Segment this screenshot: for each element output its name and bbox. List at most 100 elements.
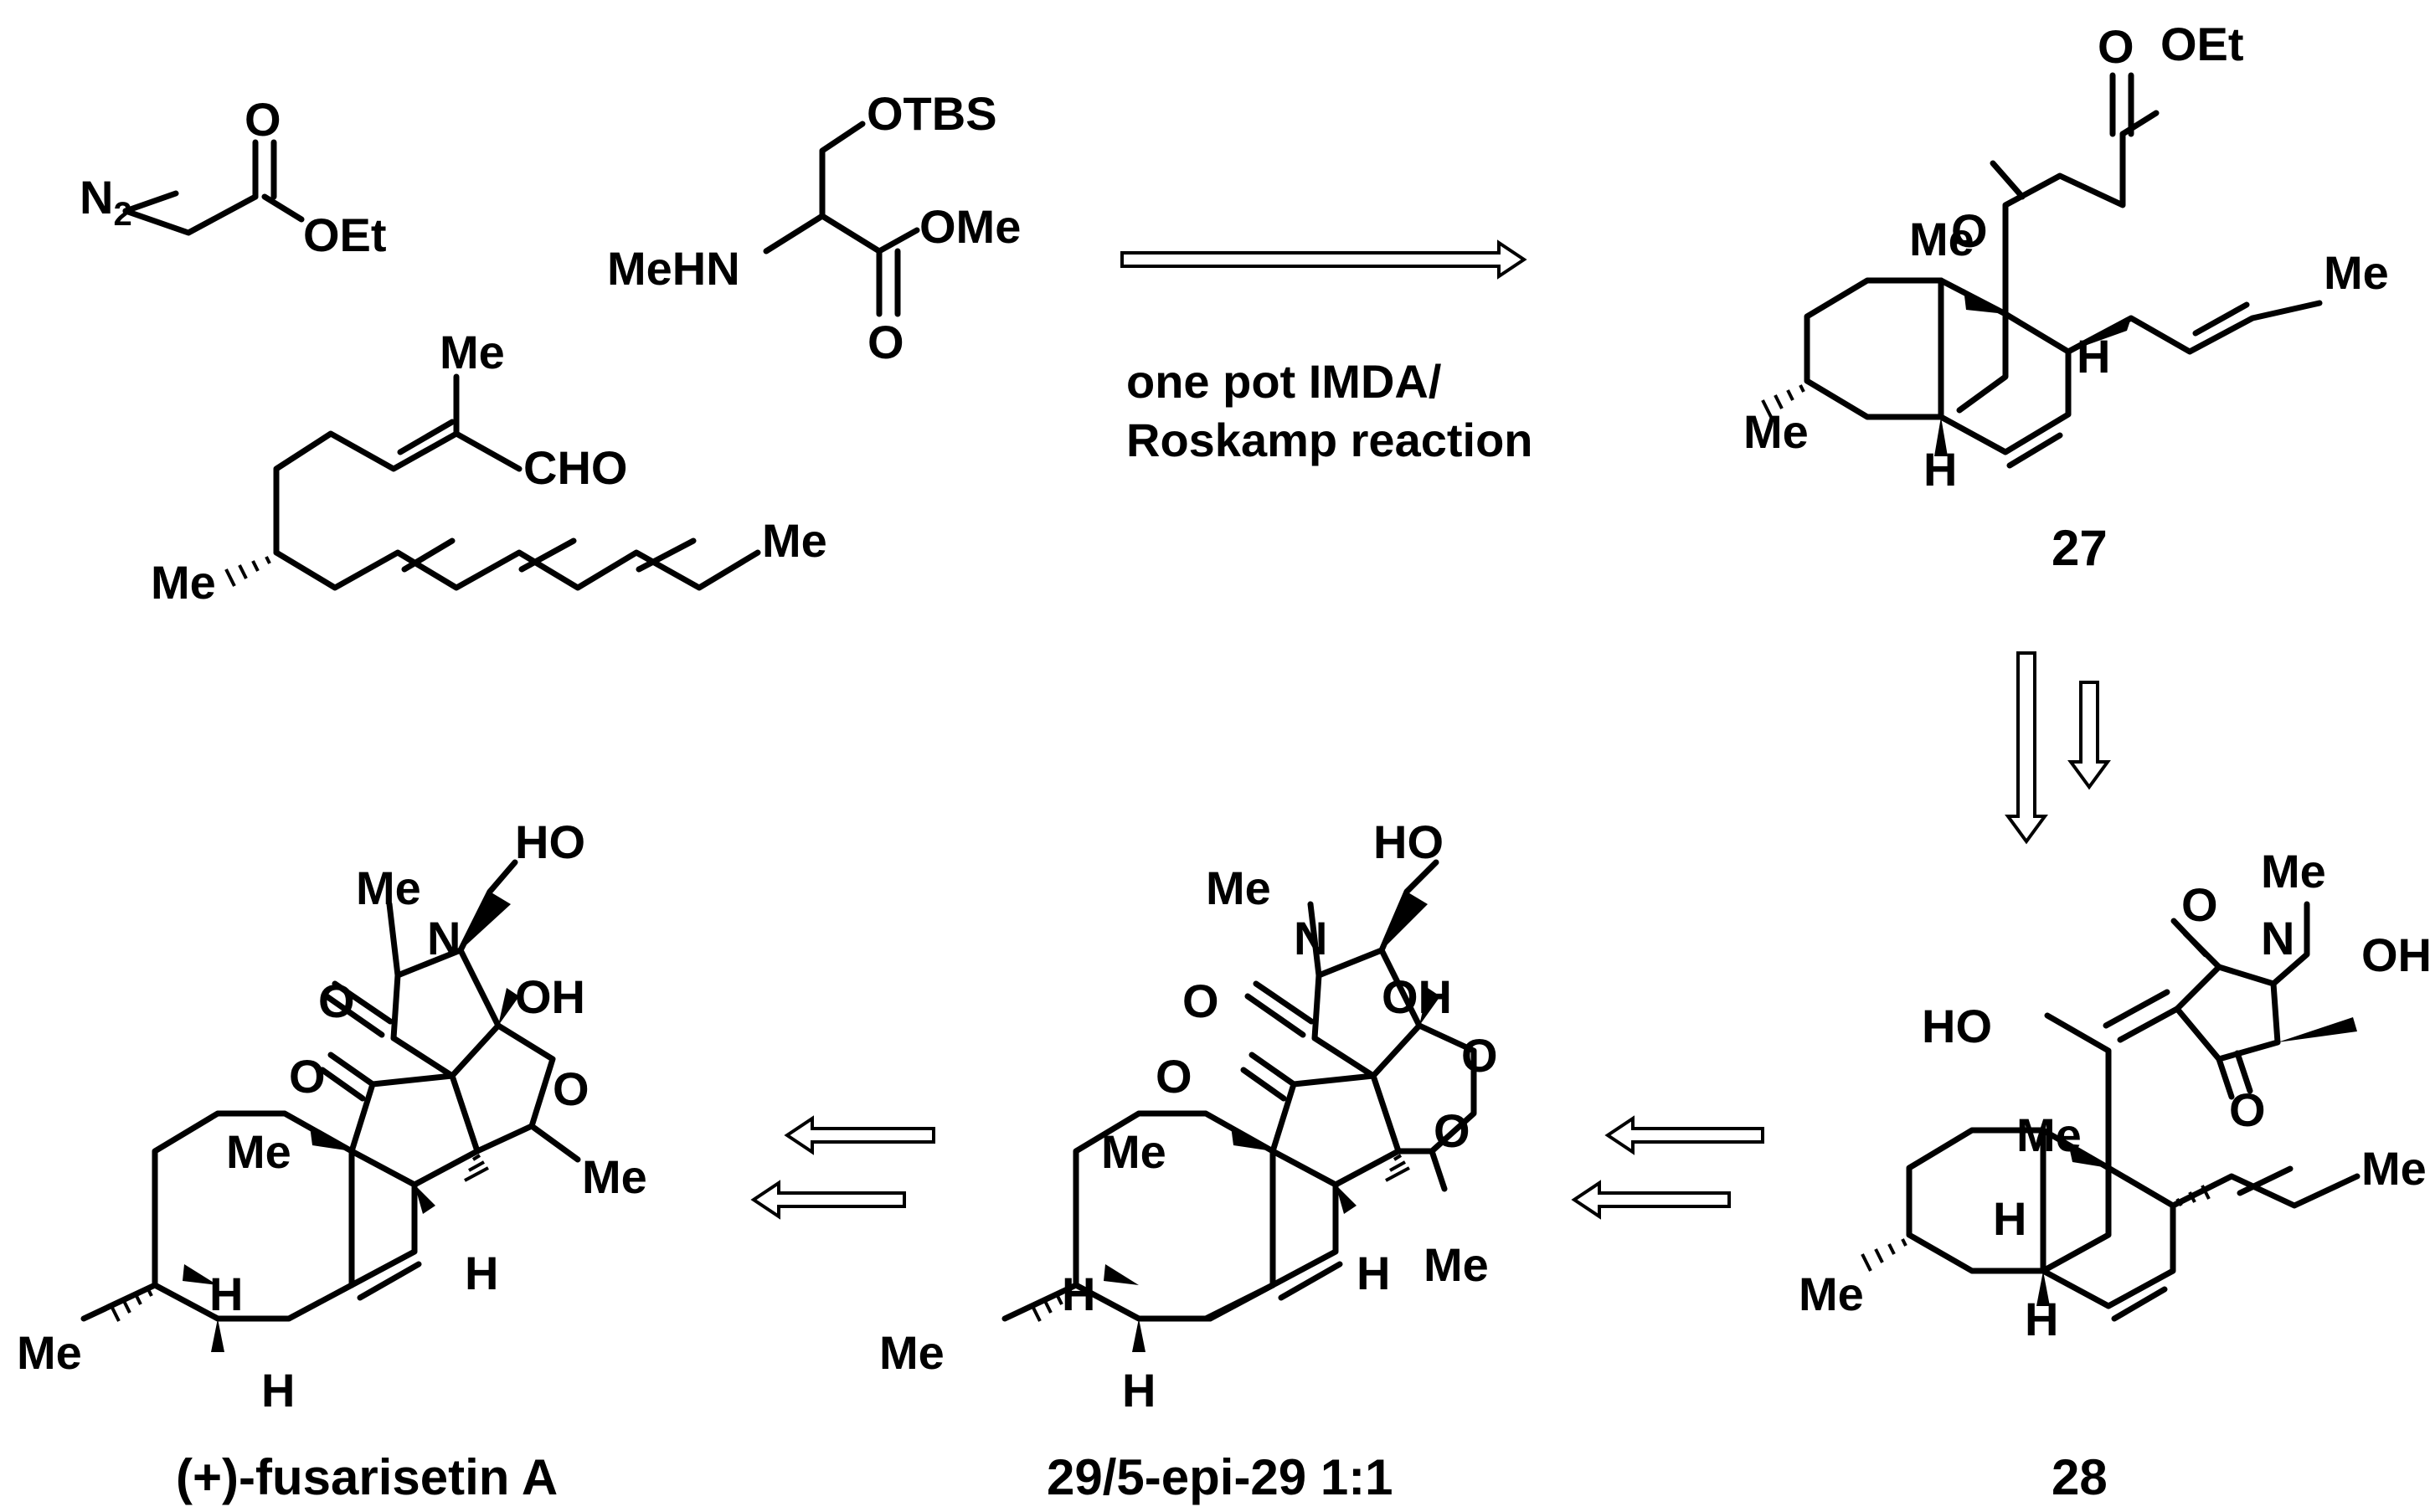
wedge-bond (1231, 1126, 1273, 1151)
wedge-bond (2036, 1271, 2050, 1306)
wedge-bond (183, 1264, 218, 1285)
c29-ho-label: HO (1373, 815, 1444, 868)
ester-o-label: O (867, 316, 904, 368)
fus-lactam-o-label: O (318, 975, 355, 1027)
c27-propenyl-me-label: Me (2324, 246, 2389, 299)
c29-ketone-o-label: O (1156, 1050, 1192, 1103)
wedge-bond (1336, 1185, 1357, 1214)
retro-arrow-left-2 (1571, 1180, 1731, 1220)
c29-me-label: Me (1101, 1125, 1166, 1178)
wedge-bond (2068, 318, 2131, 352)
c27-h-label: H (2077, 330, 2110, 383)
fus-methyl-label: Me (582, 1150, 647, 1203)
n2-label: N2 (80, 171, 132, 233)
compound-28: Me O N OH HO O Me Me H H Me 28 (1799, 845, 2430, 1505)
wedge-bond (1934, 417, 1948, 456)
wedge-bond (310, 1126, 352, 1151)
hashed-bond (1761, 384, 1805, 418)
wedge-bond (1964, 289, 2005, 314)
fus-ring-o-label: O (553, 1062, 589, 1115)
trienal-terminal-me-label: Me (762, 514, 827, 567)
c28-h-label: H (1993, 1192, 2026, 1245)
c29-stereo-me-label: Me (879, 1326, 945, 1379)
c27-ketone-o-label: O (1951, 204, 1988, 257)
hashed-bond (464, 1154, 489, 1182)
hashed-bond (1030, 1288, 1074, 1322)
c29-bottom-h-label: H (1122, 1364, 1156, 1417)
condition-line-2: Roskamp reaction (1126, 414, 1533, 466)
fus-bottom-h-label: H (261, 1364, 295, 1417)
fusarisetin-a: HO Me N OH O O O Me Me H H H Me (+)-fusa… (17, 815, 647, 1505)
c28-caption: 28 (2052, 1449, 2108, 1505)
c29-caption: 29/5-epi-29 1:1 (1047, 1449, 1393, 1505)
fus-me-label: Me (226, 1125, 291, 1178)
c28-enol-ho-label: HO (1922, 1000, 1992, 1052)
c29-ring-h-label: H (1357, 1247, 1390, 1299)
wedge-bond (1132, 1319, 1145, 1352)
fus-ring-h-label: H (465, 1247, 498, 1299)
c28-ring-h-label: H (2025, 1293, 2058, 1345)
hashed-bond (1385, 1154, 1410, 1182)
condition-line-1: one pot IMDA/ (1126, 355, 1442, 408)
trienal-me-label: Me (440, 326, 505, 378)
c27-me-label: Me (1909, 213, 1974, 265)
hashed-bond (1861, 1238, 1907, 1272)
retro-arrow-down-1 (2005, 651, 2048, 845)
fus-oh-label: OH (515, 970, 585, 1023)
fus-ketone-o-label: O (289, 1050, 326, 1103)
wedge-bond (1382, 892, 1428, 950)
serine-derivative: MeHN OTBS OMe O (607, 87, 1021, 368)
wedge-bond (498, 988, 519, 1026)
retro-arrow-down-2 (2067, 681, 2111, 790)
wedge-bond (461, 892, 511, 950)
c29-n-me-label: Me (1206, 861, 1271, 914)
c29-lactam-o-label: O (1182, 975, 1219, 1027)
c28-stereo-me-label: Me (1799, 1268, 1864, 1320)
wedge-bond (2068, 1143, 2108, 1168)
trienal: Me CHO Me Me (151, 326, 827, 609)
fus-ho-label: HO (515, 815, 585, 868)
c28-oh-label: OH (2361, 928, 2430, 981)
c29-oh-label: OH (1382, 970, 1452, 1023)
compound-29: HO Me N OH O O O O Me H Me H H Me 29/5-e… (879, 815, 1498, 1505)
c27-ring-h-label: H (1923, 443, 1957, 496)
c28-propenyl-me-label: Me (2361, 1142, 2427, 1195)
c28-n-label: N (2261, 912, 2294, 964)
oet-label: OEt (303, 208, 387, 261)
wedge-bond (1104, 1264, 1139, 1285)
hashed-bond (2175, 1185, 2211, 1207)
c29-h-label: H (1062, 1268, 1095, 1320)
otbs-label: OTBS (867, 87, 997, 140)
retro-arrow-left-1 (1604, 1115, 1764, 1155)
compound-27: O O OEt Me Me H H Me 27 (1743, 18, 2389, 576)
retro-arrow-left-4 (750, 1180, 906, 1220)
c29-n-label: N (1294, 912, 1327, 964)
hashed-bond (224, 556, 271, 587)
c28-imide-o-label: O (2181, 878, 2218, 931)
c28-me-label: Me (2016, 1108, 2082, 1161)
fus-n-me-label: Me (356, 861, 421, 914)
fusarisetin-caption: (+)-fusarisetin A (176, 1449, 558, 1505)
c27-oet-label: OEt (2160, 18, 2244, 70)
retro-arrow-to-27 (1120, 239, 1527, 280)
ethyl-diazoacetate: N2 O OEt (80, 93, 387, 261)
ome-label: OMe (919, 200, 1021, 253)
c29-peroxide-o1-label: O (1461, 1029, 1498, 1082)
wedge-bond (1419, 988, 1440, 1026)
cho-label: CHO (523, 441, 627, 494)
c28-ketone-o-label: O (2229, 1083, 2266, 1136)
c27-caption: 27 (2052, 520, 2108, 576)
fus-h-label: H (209, 1268, 243, 1320)
wedge-bond (414, 1185, 435, 1214)
trienal-stereo-me-label: Me (151, 556, 216, 609)
hashed-bond (109, 1288, 153, 1322)
c29-peroxide-o2-label: O (1434, 1104, 1470, 1157)
mehn-label: MeHN (607, 242, 740, 295)
retro-arrow-left-3 (784, 1115, 935, 1155)
c28-n-me-label: Me (2261, 845, 2326, 897)
wedge-bond (2278, 1017, 2357, 1042)
c27-ester-o-label: O (2098, 20, 2134, 73)
c29-methyl-label: Me (1424, 1238, 1489, 1291)
fus-stereo-me-label: Me (17, 1326, 82, 1379)
